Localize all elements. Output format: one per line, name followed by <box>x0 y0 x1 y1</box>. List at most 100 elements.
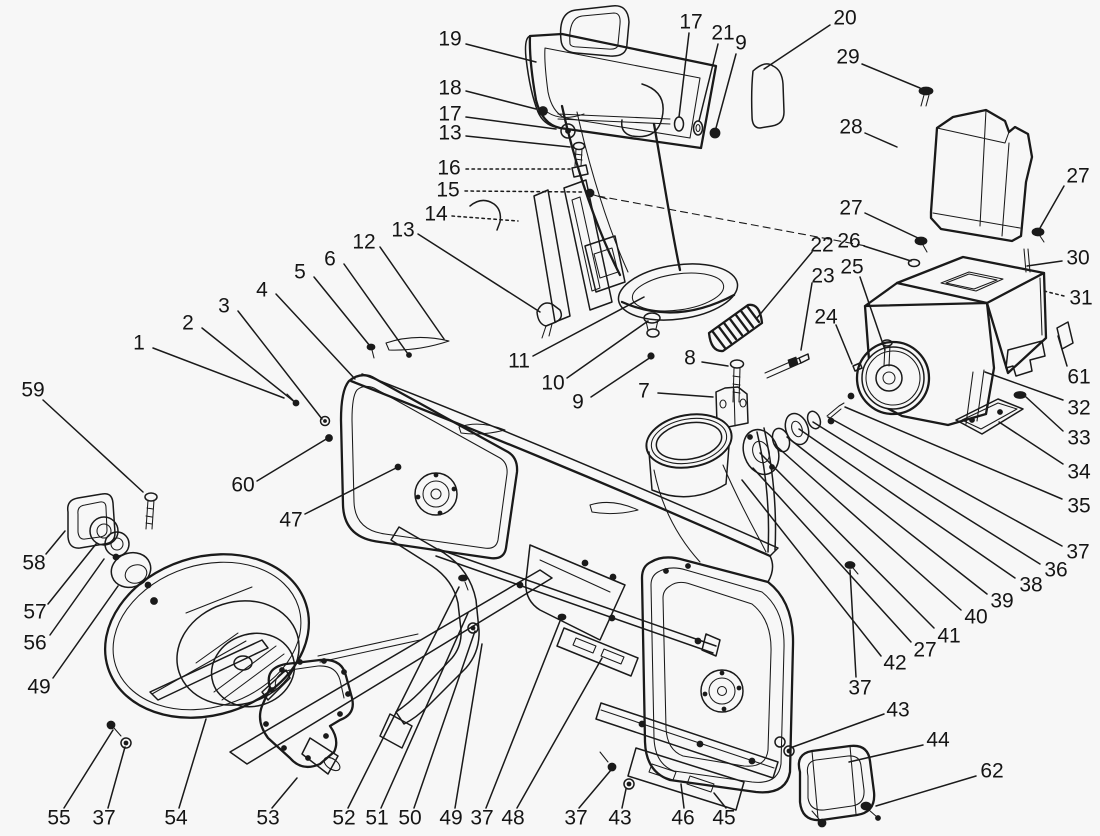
part-number-1: 1 <box>133 332 145 355</box>
leader-line-7 <box>657 392 714 398</box>
part-number-32: 32 <box>1067 397 1090 420</box>
chute-assembly <box>469 5 867 360</box>
leader-line-55 <box>63 729 114 809</box>
leader-line-17 <box>465 116 557 130</box>
part-number-61: 61 <box>1067 366 1090 389</box>
scraper-rail <box>435 548 717 654</box>
part-number-29: 29 <box>836 46 859 69</box>
part-number-38: 38 <box>1019 574 1042 597</box>
part-number-17: 17 <box>438 103 461 126</box>
leader-line-62 <box>875 775 977 807</box>
part-number-17: 17 <box>679 11 702 34</box>
slot-rail <box>556 627 639 677</box>
part-number-39: 39 <box>990 590 1013 613</box>
part-number-50: 50 <box>398 807 421 830</box>
part-number-19: 19 <box>438 28 461 51</box>
part-number-35: 35 <box>1067 495 1090 518</box>
chute-collar <box>645 413 733 469</box>
part-number-40: 40 <box>964 606 987 629</box>
leader-line-9 <box>715 53 737 129</box>
axle-rail <box>595 702 779 779</box>
part-number-12: 12 <box>352 231 375 254</box>
leader-line-12 <box>379 246 445 340</box>
part-number-26: 26 <box>837 230 860 253</box>
part-number-36: 36 <box>1044 559 1067 582</box>
auger-assembly <box>103 553 553 765</box>
leader-line-61 <box>1057 335 1068 367</box>
part-number-9: 9 <box>735 32 747 55</box>
auger-bolt <box>106 720 116 730</box>
leader-line-60 <box>256 437 329 482</box>
worm-gear <box>707 303 764 353</box>
leader-line-50 <box>413 630 476 809</box>
bearing-washer <box>784 412 810 446</box>
crank-hook <box>469 199 502 231</box>
part-number-49: 49 <box>27 676 50 699</box>
part-number-15: 15 <box>436 179 459 202</box>
part-number-9: 9 <box>572 391 584 414</box>
part-number-24: 24 <box>814 306 838 329</box>
auger-spiral-outer <box>103 553 311 719</box>
part-number-25: 25 <box>840 256 863 279</box>
leader-line-37 <box>578 769 612 809</box>
part-number-54: 54 <box>164 807 188 830</box>
part-number-20: 20 <box>833 7 856 30</box>
part-number-11: 11 <box>508 350 530 373</box>
auger-shaft <box>317 633 421 663</box>
leader-line-29 <box>861 63 921 89</box>
part-number-22: 22 <box>810 234 833 257</box>
chute-worm-drive <box>707 303 810 429</box>
part-number-30: 30 <box>1066 247 1089 270</box>
right-side-panel <box>640 556 795 794</box>
leader-line-20 <box>763 24 831 70</box>
leader-line-18 <box>465 90 537 110</box>
leader-line-44 <box>848 744 924 763</box>
leader-line-27 <box>1039 185 1065 229</box>
support-bracket <box>525 544 626 641</box>
skid-shoe <box>797 744 876 822</box>
part-number-3: 3 <box>218 295 230 318</box>
carriage-bolt <box>144 492 158 502</box>
leader-line-37 <box>849 569 857 678</box>
leader-line-6 <box>343 263 409 355</box>
auger-housing <box>286 336 795 794</box>
chute-guide-panel <box>750 63 785 129</box>
part-number-37: 37 <box>1066 541 1089 564</box>
leader-lines <box>42 24 1068 809</box>
skid-bolt <box>860 801 872 811</box>
bracket-bolt <box>729 359 745 369</box>
part-number-51: 51 <box>365 807 388 830</box>
leader-line-4 <box>275 293 356 380</box>
gearbox-output-shaft <box>301 737 339 775</box>
leader-line-36 <box>812 421 1041 565</box>
leader-line-31 <box>1043 290 1065 297</box>
leader-line-56 <box>49 558 105 636</box>
bearing-race <box>89 516 119 546</box>
part-number-45: 45 <box>712 807 735 830</box>
leader-line-11 <box>532 296 645 357</box>
cover-key <box>1056 321 1074 350</box>
bearing-flange <box>110 551 152 589</box>
auger-spiral-inner <box>210 632 296 708</box>
leader-line-19 <box>465 43 537 63</box>
part-number-49: 49 <box>439 807 462 830</box>
leader-line-43 <box>621 788 627 809</box>
leader-line-8 <box>701 361 729 367</box>
leader-line-10 <box>566 320 649 379</box>
flange-gasket <box>66 492 116 549</box>
leader-line-23 <box>800 282 813 351</box>
part-number-34: 34 <box>1067 461 1091 484</box>
part-number-46: 46 <box>671 807 694 830</box>
part-number-33: 33 <box>1067 427 1090 450</box>
part-number-13: 13 <box>391 219 414 242</box>
leader-line-41 <box>759 452 935 629</box>
part-number-44: 44 <box>926 729 950 752</box>
part-number-13: 13 <box>438 122 461 145</box>
gearbox-body <box>258 658 354 769</box>
leader-line-45 <box>713 792 727 809</box>
frame-bracket <box>1005 340 1046 377</box>
pulley-key <box>852 362 863 372</box>
leader-line-2 <box>201 327 297 404</box>
leader-line-27 <box>864 212 919 239</box>
